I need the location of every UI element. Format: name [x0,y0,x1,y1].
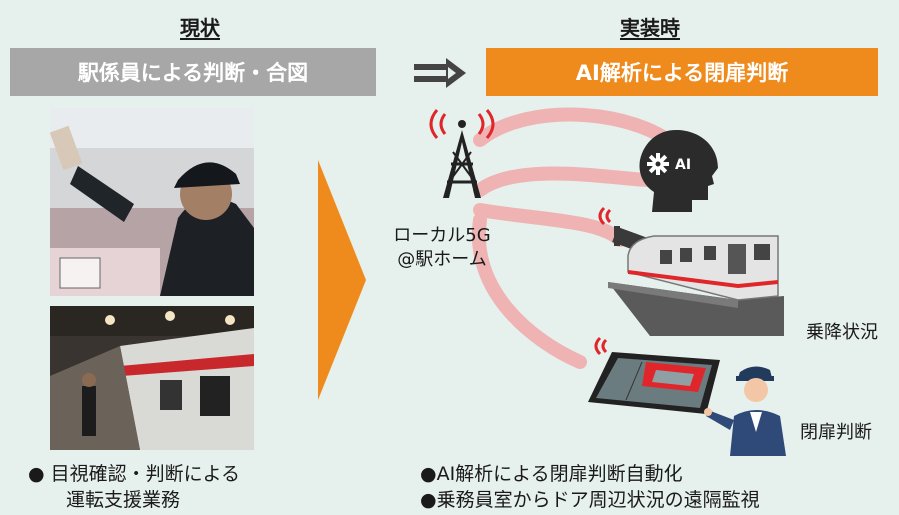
ai-head-icon [639,130,718,212]
staff-signal-photo [50,108,254,296]
conductor-icon [704,366,786,456]
platform-train-photo [50,306,254,450]
future-heading: 実装時 [620,16,680,40]
boarding-status-label: 乗降状況 [806,322,878,343]
train-platform-icon [608,235,784,336]
current-banner: 駅係員による判断・合図 [10,48,376,96]
current-bullet-line1: ● 目視確認・判断による [28,463,241,485]
current-heading: 現状 [180,16,220,40]
transition-triangle [318,160,366,400]
future-bullet1: ●AI解析による閉扉判断自動化 [420,463,683,485]
antenna-tower-icon [429,109,495,198]
double-arrow-icon [414,58,466,88]
tablet-icon [588,336,720,414]
future-banner: AI解析による閉扉判断 [486,48,878,96]
ai-label: AI [675,157,692,173]
tower-caption-line2: @駅ホーム [397,249,487,270]
current-bullet-line2: 運転支援業務 [66,489,181,511]
door-decision-label: 閉扉判断 [800,422,872,443]
tower-caption-line1: ローカル5G [393,225,491,246]
future-bullet2: ●乗務員室からドア周辺状況の遠隔監視 [420,489,760,511]
